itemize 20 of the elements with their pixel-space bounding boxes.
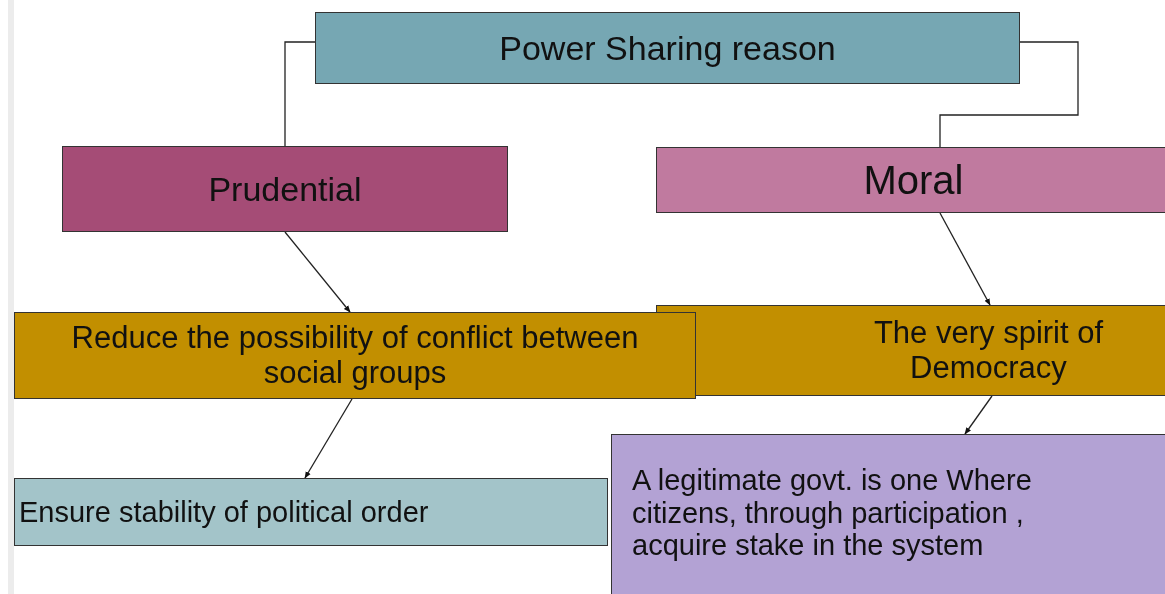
node-label: Moral [863,157,964,203]
arrow [284,231,351,313]
node-label: Ensure stability of political order [19,495,429,529]
outcome-box [14,478,608,546]
node-label: Reduce the possibility of conflict between social groups [70,320,640,391]
reason-box [14,312,696,399]
node-label: Prudential [208,169,362,209]
node-label: Power Sharing reason [499,28,836,68]
arrow [939,212,991,306]
connector-line [939,41,1079,148]
node-label: A legitimate govt. is one Where citizens, through participation , acquire stake in the system [632,464,1033,562]
outcome-box [611,434,1165,594]
title-box [315,12,1020,84]
reason-box [656,305,1165,396]
connector-line [284,41,316,147]
node-label: The very spirit of Democracy [872,315,1105,386]
category-box [62,146,508,232]
arrow [964,395,993,435]
arrow [304,398,353,479]
category-box [656,147,1165,213]
